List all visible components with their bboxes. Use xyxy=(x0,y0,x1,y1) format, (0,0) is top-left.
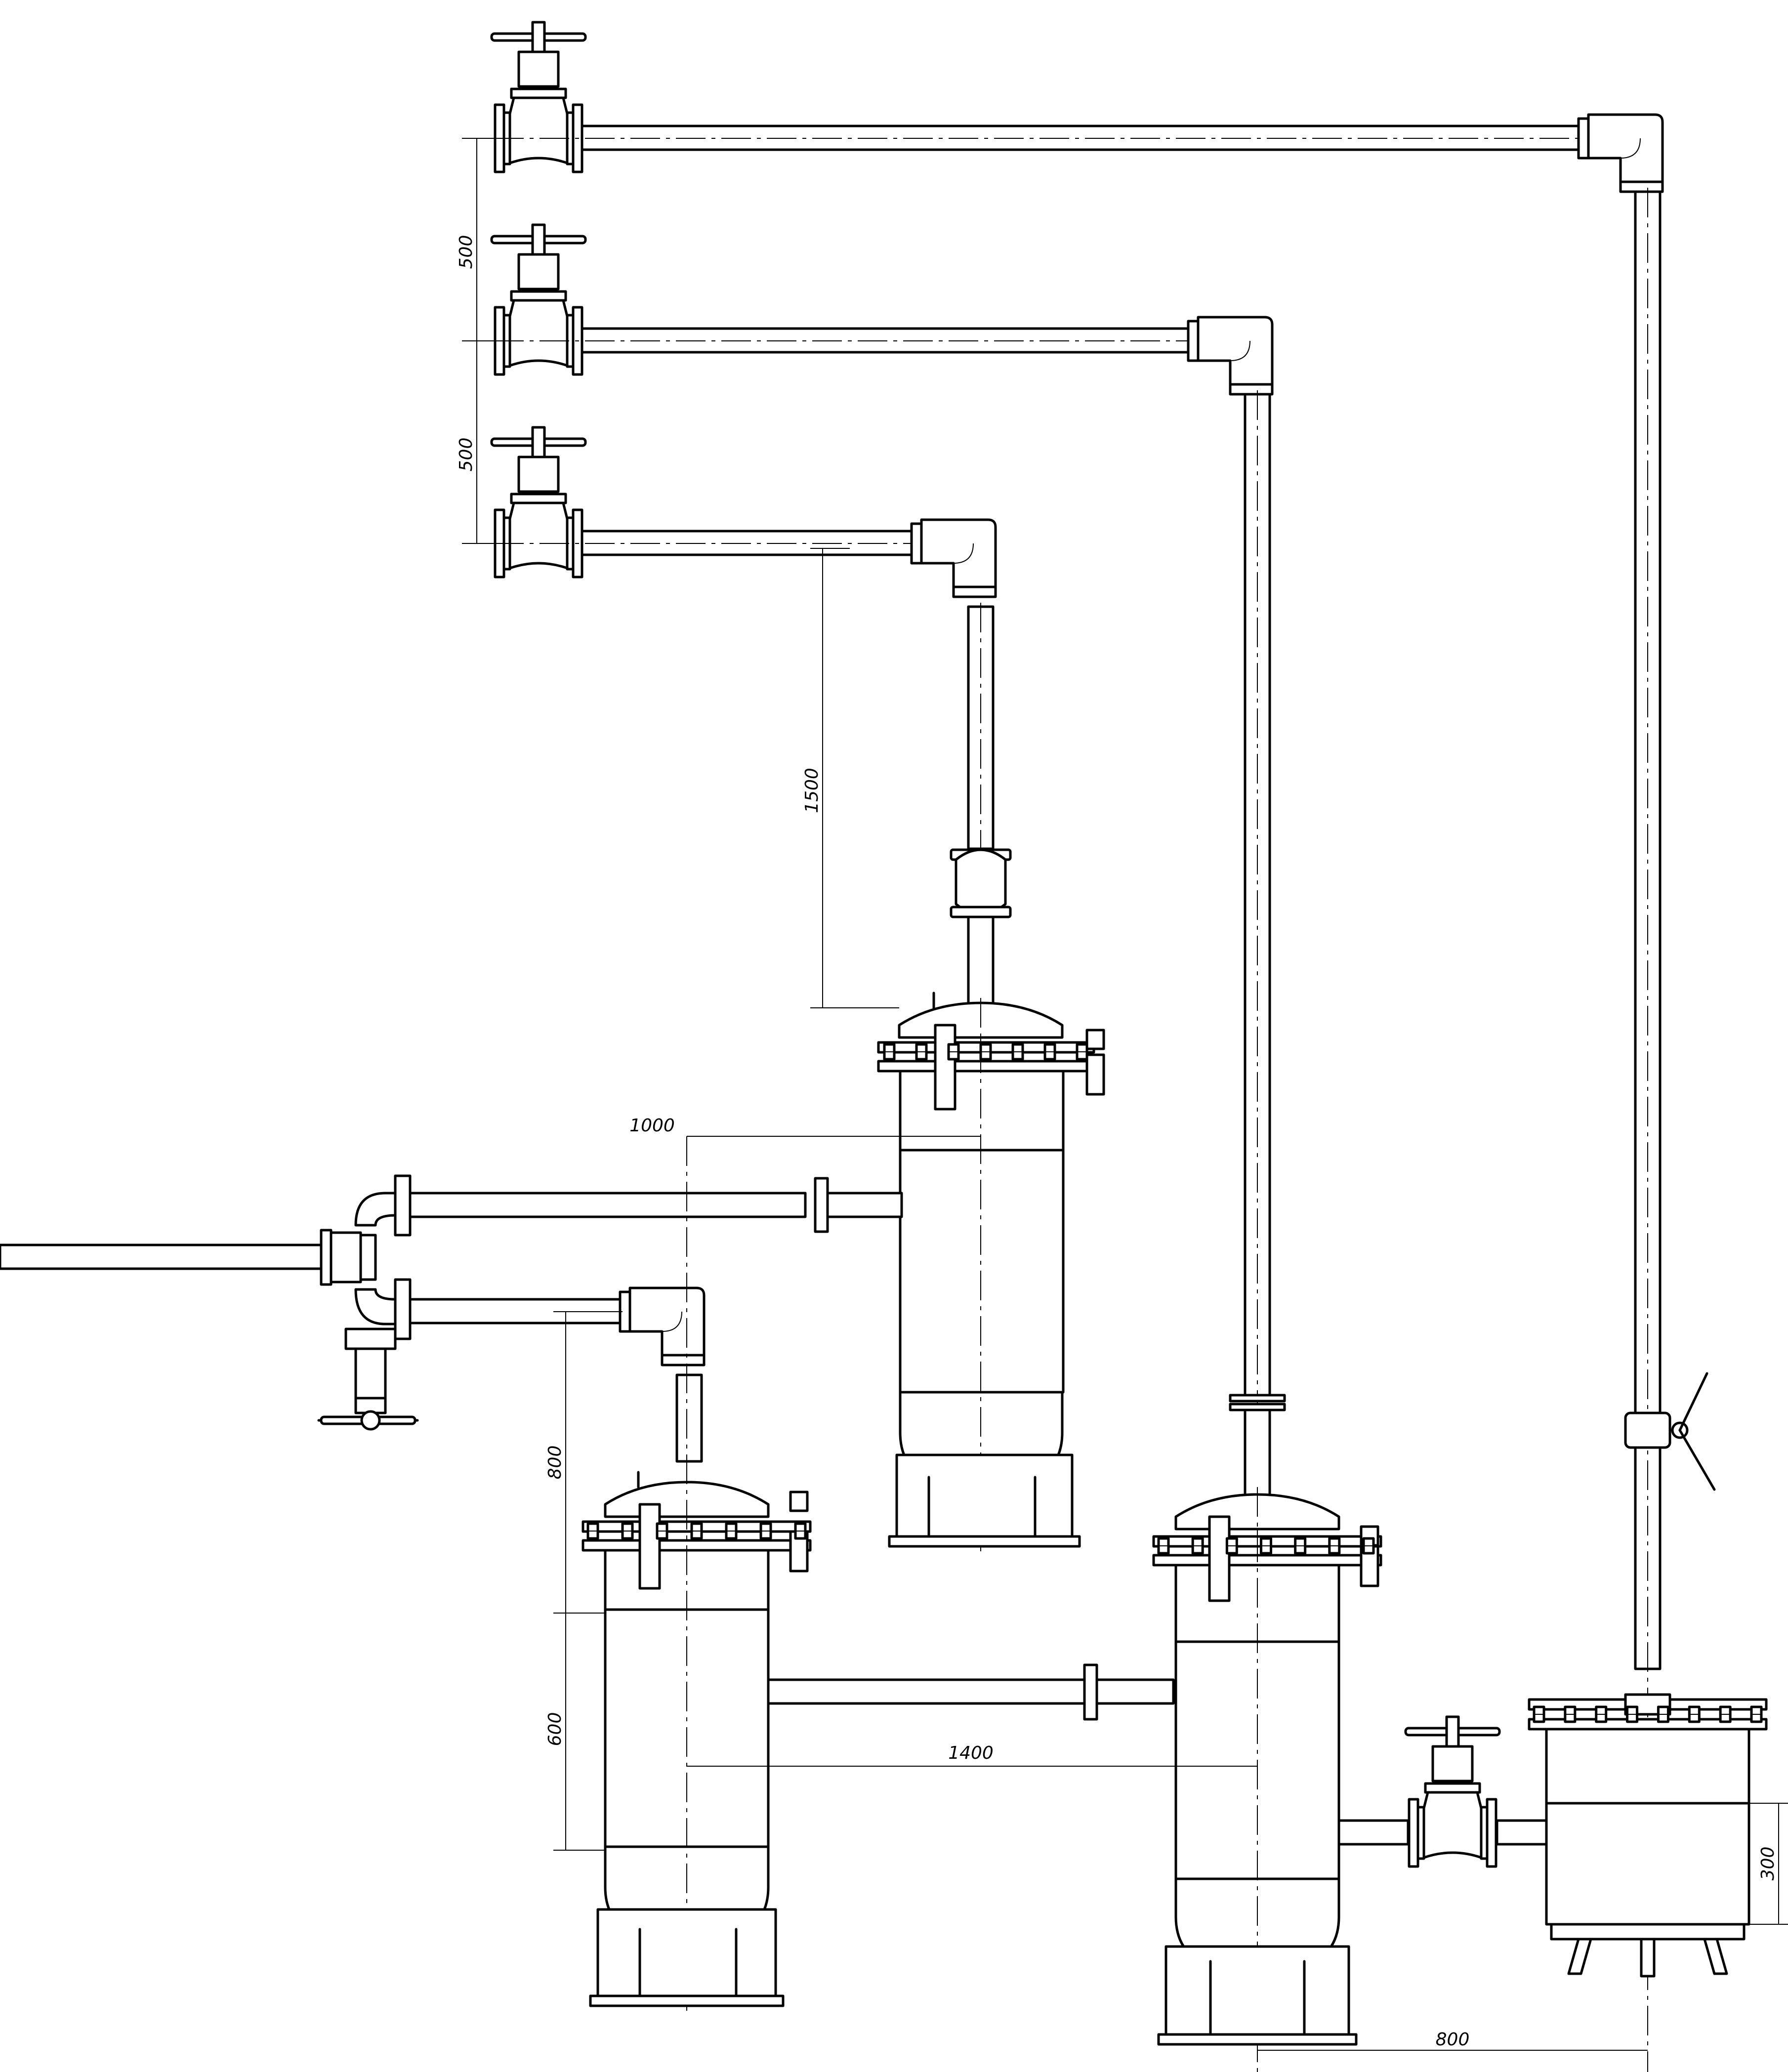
dim-separator-offset: 800 xyxy=(1436,2030,1470,2050)
dim-offset-horizontal: 1000 xyxy=(629,1116,675,1136)
flange-bolt xyxy=(1013,1044,1023,1059)
flange-bolt xyxy=(1227,1538,1237,1553)
flange-bolt xyxy=(1596,1707,1606,1722)
elbow-top-right xyxy=(1579,115,1663,192)
flange-bolt xyxy=(1751,1707,1761,1722)
flange-bolt xyxy=(588,1524,598,1538)
dim-valve-spacing-lower: 500 xyxy=(456,438,476,472)
gate-valve-middle[interactable] xyxy=(492,225,585,374)
ball-valve-right-riser[interactable] xyxy=(1624,1372,1716,1491)
flange-bolt xyxy=(1565,1707,1575,1722)
elbow-left-lower xyxy=(620,1288,704,1365)
flange-bolt xyxy=(1330,1538,1339,1553)
flange-bolt xyxy=(623,1524,632,1538)
flange-bolt xyxy=(884,1044,894,1059)
flange-bolt xyxy=(1045,1044,1055,1059)
flange-bolt xyxy=(1261,1538,1271,1553)
pipe-middle-horizontal xyxy=(494,327,1235,354)
flange-bolt xyxy=(1534,1707,1544,1722)
dim-height-lower: 600 xyxy=(545,1712,565,1746)
flange-bolt xyxy=(692,1524,702,1538)
flange-bolt xyxy=(1689,1707,1699,1722)
manifold-left xyxy=(0,1174,903,1431)
dim-valve-spacing-upper: 500 xyxy=(456,235,476,269)
dim-separator-height: 300 xyxy=(1758,1847,1778,1881)
flange-bolt xyxy=(726,1524,736,1538)
pipe-lower-connection xyxy=(767,1663,1175,1721)
gate-valve-bottom[interactable] xyxy=(492,427,585,577)
flange-bolt xyxy=(795,1524,805,1538)
dim-riser-height: 1500 xyxy=(802,768,822,813)
vessel-lower-right xyxy=(1152,1487,1382,2072)
vessel-upper xyxy=(877,992,1105,1551)
flange-bolt xyxy=(1720,1707,1730,1722)
dimension-labels: 500 500 1500 1000 800 600 1400 800 300 xyxy=(456,235,1778,2050)
flange-bolt xyxy=(1295,1538,1305,1553)
pipe-bottom-vertical xyxy=(950,603,1012,1047)
flange-bolt xyxy=(949,1044,958,1059)
pipe-top-horizontal xyxy=(494,124,1630,151)
pipe-middle-vertical xyxy=(1229,390,1286,1571)
flange-bolt xyxy=(981,1044,991,1059)
gate-valve-separator[interactable] xyxy=(1406,1717,1499,1866)
elbow-middle xyxy=(1188,317,1272,394)
flange-bolt xyxy=(1077,1044,1087,1059)
pipe-left-lower-vertical xyxy=(675,1373,703,1463)
flange-bolt xyxy=(916,1044,926,1059)
flange-bolt xyxy=(1627,1707,1637,1722)
elbow-bottom xyxy=(912,520,996,597)
dim-tank-spacing: 1400 xyxy=(948,1743,994,1763)
vessel-lower-left xyxy=(582,1136,812,2011)
flange-bolt xyxy=(657,1524,667,1538)
flange-bolt xyxy=(1658,1707,1668,1722)
dim-height-left: 800 xyxy=(545,1446,565,1480)
flange-bolt xyxy=(1364,1538,1373,1553)
separator-right xyxy=(1528,1693,1768,1978)
dimension-lines xyxy=(462,138,1788,2051)
pipe-bottom-horizontal xyxy=(494,530,963,556)
gate-valve-top[interactable] xyxy=(492,22,585,172)
flange-bolt xyxy=(761,1524,771,1538)
flange-bolt xyxy=(1159,1538,1168,1553)
flange-bolt xyxy=(1193,1538,1203,1553)
